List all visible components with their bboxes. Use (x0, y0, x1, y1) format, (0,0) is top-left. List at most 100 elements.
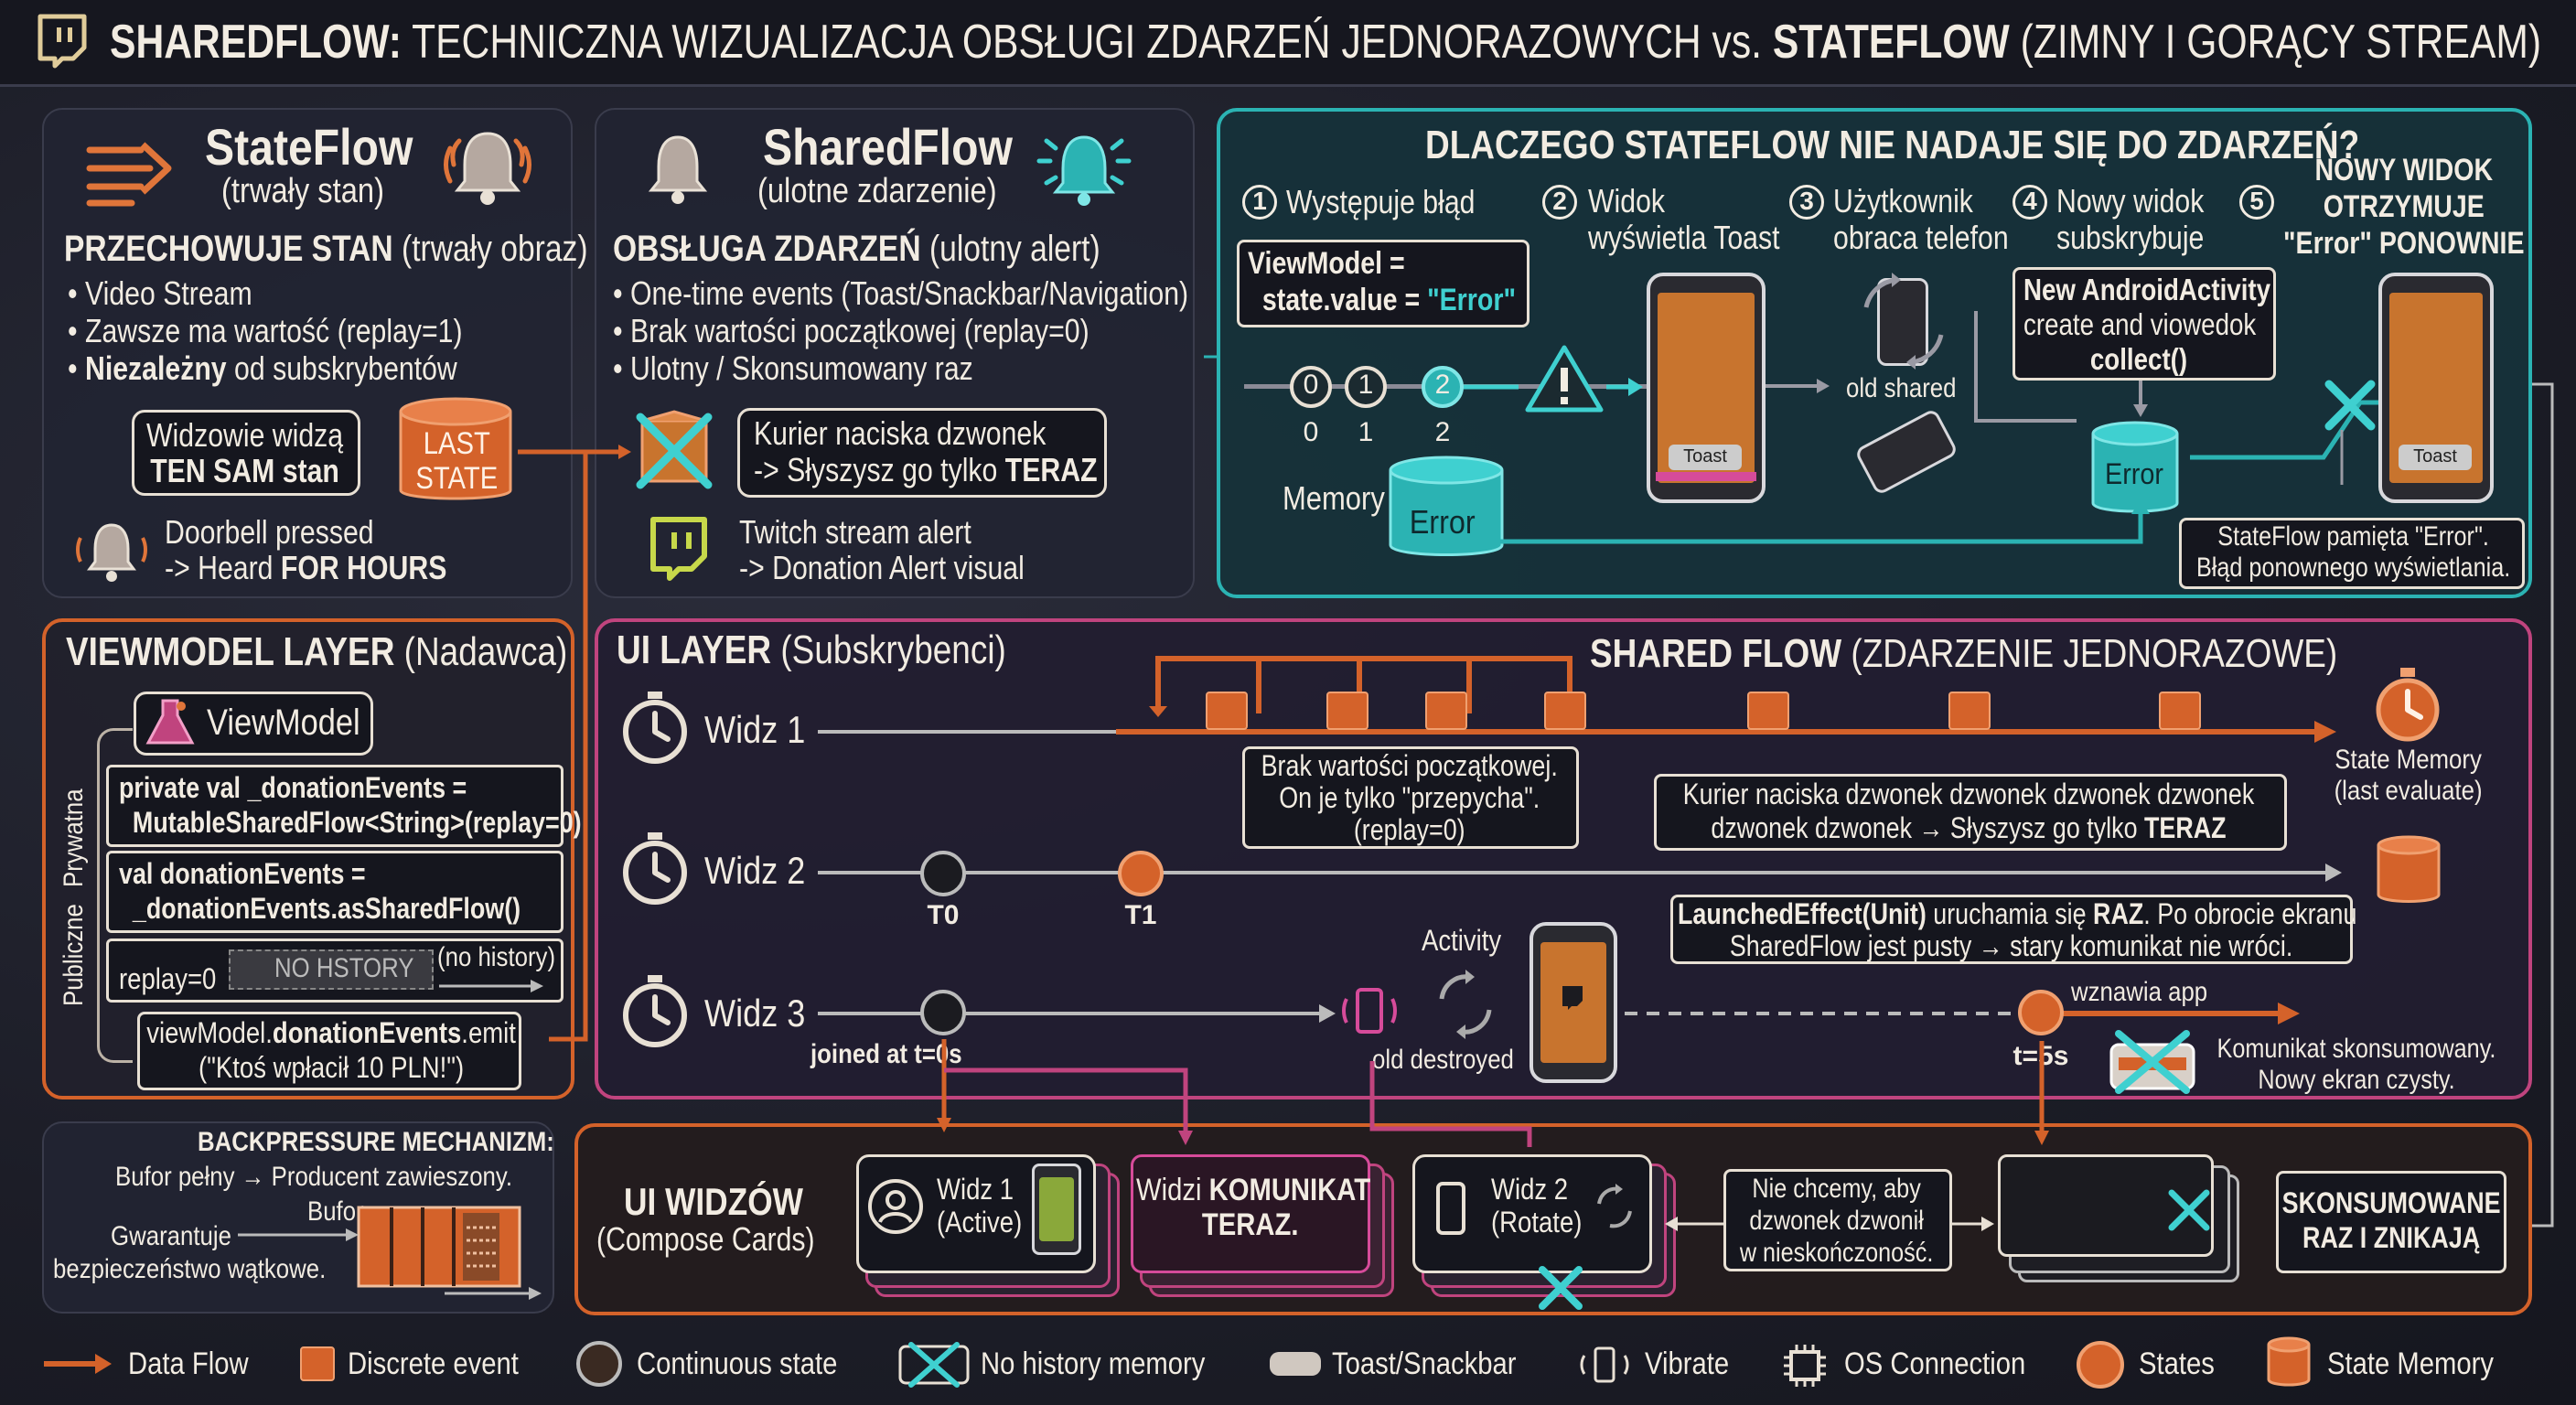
event-2 (1326, 692, 1368, 730)
state-dot-1-label: 1 (1358, 370, 1374, 400)
courier-annotation-text: Kurier naciska dzwonek dzwonek dzwonek d… (1682, 778, 2255, 844)
old-destroyed-label: old destroyed (1372, 1045, 1514, 1075)
new-activity-box (2012, 267, 2276, 381)
why-flow-arrows (1500, 311, 2428, 544)
activity-label: Activity (1422, 924, 1502, 957)
state-dot-1 (1345, 366, 1387, 408)
state-dot-0 (1290, 366, 1332, 408)
stateflow-sub: (trwały stan) (221, 172, 384, 210)
toast-again-label: Toast (2413, 446, 2457, 467)
backpressure-line1: Bufor pełny → Producent zawieszony. (115, 1162, 513, 1192)
code-public-box (106, 851, 564, 933)
bell-ringing-icon (444, 132, 531, 205)
replay-label: replay=0 (119, 962, 217, 995)
rotate-icon (1439, 970, 1492, 1039)
stateflow-bullets: • Video Stream • Zawsze ma wartość (repl… (68, 274, 463, 387)
backpressure-arrows (238, 1228, 542, 1300)
activity-twitch-icon (1562, 986, 1583, 1010)
page-title: SHAREDFLOW: TECHNICZNA WIZUALIZACJA OBSŁ… (110, 16, 2542, 69)
index-0: 0 (1303, 417, 1319, 447)
warning-icon (1525, 345, 1604, 413)
legend-no-history: No history memory (981, 1346, 1206, 1381)
bell-box-arrows (1665, 1217, 1994, 1231)
legend-vibrate: Vibrate (1645, 1346, 1730, 1381)
courier-text: Kurier naciska dzwonek -> Słyszysz go ty… (754, 414, 1098, 488)
code-private-text: private val _donationEvents = MutableSha… (119, 771, 582, 839)
twitch-alert-icon (650, 517, 707, 581)
ui-layer-title: UI LAYER (Subskrybenci) (617, 627, 1006, 672)
card-3-rotate-icon (1597, 1184, 1632, 1228)
user-icon (868, 1179, 923, 1234)
legend-states-icon (2077, 1341, 2124, 1389)
bell-icon (648, 135, 708, 204)
courier-annotation-box (1654, 774, 2287, 851)
widz-3-timeline (818, 1003, 2300, 1024)
sharedflow-name: SharedFlow (763, 118, 1013, 176)
card-widz-2[interactable] (1412, 1154, 1652, 1273)
legend-os-icon (1784, 1345, 1826, 1387)
no-history-box-icon (636, 410, 713, 489)
step-1-badge (1242, 185, 1277, 220)
legend-no-history-icon (898, 1342, 970, 1388)
stopwatch-orange-icon (2376, 668, 2440, 742)
legend-data-flow-icon (44, 1354, 112, 1374)
no-history-chip-label: NO HSTORY (274, 953, 414, 983)
stateflow-heading: PRZECHOWUJE STAN (trwały obraz) (64, 229, 588, 269)
legend-data-flow: Data Flow (128, 1346, 249, 1381)
step-3-badge (1789, 185, 1824, 220)
index-1: 1 (1358, 417, 1374, 447)
index-2: 2 (1434, 417, 1451, 447)
viewers-box (132, 410, 360, 496)
launched-text: LaunchedEffect(Unit) uruchamia się RAZ. … (1678, 897, 2357, 962)
why-title: DLACZEGO STATEFLOW NIE NADAJE SIĘ DO ZDA… (1425, 123, 2360, 167)
widz-1-timeline (818, 656, 2336, 743)
joined-label: joined at t=0s (810, 1039, 962, 1069)
empty-card-x-icon (2168, 1189, 2210, 1231)
doorbell-icon (76, 523, 147, 582)
no-history-paren: (no history) (437, 942, 556, 972)
no-history-chip (229, 949, 434, 990)
backpressure-bufor: Bufor (307, 1196, 364, 1227)
card-1-text: Widz 1(Active) (937, 1173, 1023, 1239)
buffer-icon (357, 1206, 521, 1288)
card-3-phone-icon (1436, 1182, 1465, 1235)
backpressure-title: BACKPRESSURE MECHANIZM: (198, 1127, 554, 1157)
emit-text: viewModel.donationEvents.emit ("Ktoś wpł… (146, 1016, 516, 1084)
vm-error-bubble (1237, 240, 1530, 327)
t0-dot (920, 851, 966, 896)
ui-viewers-sub: (Compose Cards) (596, 1220, 815, 1258)
phone-old-upright (1877, 278, 1928, 366)
step-2-number: 2 (1552, 187, 1567, 215)
event-3 (1425, 692, 1467, 730)
doorbell-text: Doorbell pressed -> Heard FOR HOURS (165, 513, 447, 586)
stateflow-name: StateFlow (205, 118, 413, 176)
remember-box (2179, 518, 2525, 589)
toast-pink-strip (1656, 472, 1756, 481)
memory-error-database (1389, 456, 1504, 556)
step-3-number: 3 (1799, 187, 1814, 215)
legend-os: OS Connection (1844, 1346, 2026, 1381)
sharedflow-sub: (ulotne zdarzenie) (757, 172, 997, 210)
step-4-badge (2012, 185, 2047, 220)
stopwatch-icon-3 (623, 975, 687, 1047)
no-initial-box (1242, 746, 1579, 849)
sharedflow-bullets: • One-time events (Toast/Snackbar/Naviga… (613, 274, 1189, 387)
viewmodel-label: ViewModel (207, 702, 360, 743)
card-3-x-icon (1539, 1266, 1583, 1310)
step-4-number: 4 (2023, 187, 2037, 215)
error-db-small-label: Error (2104, 457, 2163, 490)
card-widzi-komunikat[interactable] (1131, 1154, 1370, 1273)
toast-label: Toast (1683, 446, 1727, 467)
event-4 (1544, 692, 1586, 730)
launched-box (1670, 895, 2353, 964)
t0-label: T0 (927, 900, 960, 930)
step-5-badge (2239, 185, 2274, 220)
consumed-icon (2109, 1030, 2195, 1094)
stopwatch-icon-1 (623, 692, 687, 764)
state-dot-2-label: 2 (1434, 370, 1451, 400)
state-memory-label: State Memory(last evaluate) (2334, 745, 2483, 806)
event-7 (2159, 692, 2201, 730)
